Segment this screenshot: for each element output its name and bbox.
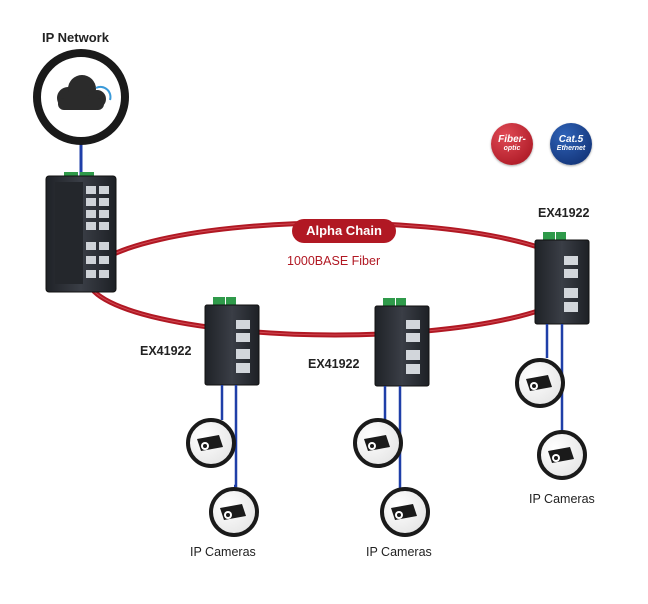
- ring-name-badge: Alpha Chain: [292, 219, 396, 243]
- cat5-badge-line2: Ethernet: [556, 145, 586, 152]
- cat5-legend-badge: Cat.5 Ethernet: [550, 123, 592, 165]
- switch-1-model: EX41922: [140, 344, 192, 358]
- switch-2-model: EX41922: [308, 357, 360, 371]
- camera: [515, 358, 565, 408]
- camera: [209, 487, 259, 537]
- switch-1: [204, 297, 260, 386]
- ring-media-label: 1000BASE Fiber: [287, 254, 381, 268]
- core-switch: [45, 172, 117, 293]
- switch-2: [374, 298, 430, 387]
- ip-network-cloud: [33, 49, 129, 145]
- cloud-icon: [57, 75, 112, 110]
- camera-group-3-label: IP Cameras: [529, 492, 595, 506]
- fiber-badge-line2: optic: [503, 145, 521, 152]
- switch-3-model: EX41922: [538, 206, 590, 220]
- switch-3: [534, 232, 590, 325]
- camera: [380, 487, 430, 537]
- camera: [537, 430, 587, 480]
- fiber-optic-legend-badge: Fiber- optic: [491, 123, 533, 165]
- camera-group-1-label: IP Cameras: [190, 545, 256, 559]
- camera: [353, 418, 403, 468]
- cat5-badge-line1: Cat.5: [558, 134, 584, 145]
- camera-group-2-label: IP Cameras: [366, 545, 432, 559]
- camera: [186, 418, 236, 468]
- network-title: IP Network: [42, 30, 109, 45]
- fiber-badge-line1: Fiber-: [498, 134, 526, 145]
